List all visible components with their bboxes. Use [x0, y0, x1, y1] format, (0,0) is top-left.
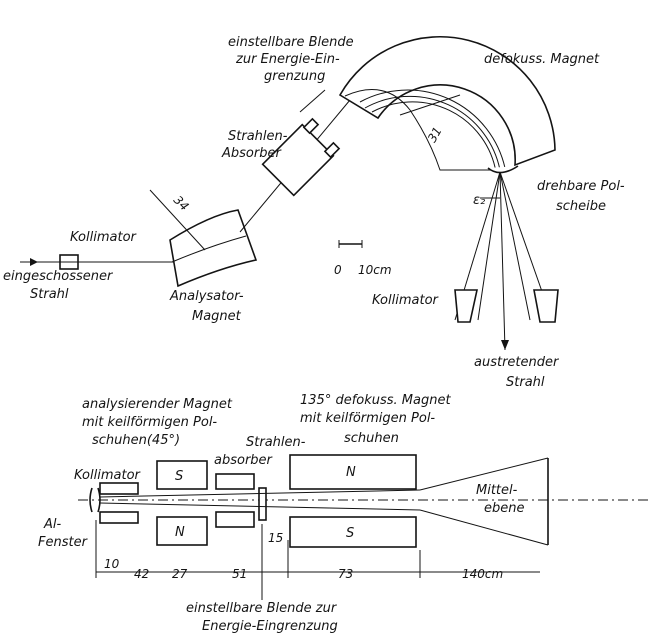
label-dim-15: 15 [268, 531, 283, 545]
exit-ray-2 [477, 171, 501, 321]
label-135-magnet-2: mit keilförmigen Pol- [300, 411, 435, 426]
label-drehbare-2: scheibe [556, 199, 606, 214]
blende-bottom [258, 487, 267, 521]
label-mittelebene-2: ebene [484, 501, 525, 516]
label-dim-42: 42 [134, 567, 149, 581]
label-kollimator-left: Kollimator [70, 230, 138, 245]
beam-envelope-lower-2 [419, 509, 549, 546]
label-pole-s-analysing: S [175, 469, 183, 484]
label-pole-n-defocus: N [346, 465, 356, 480]
label-strahlen-bottom-1: Strahlen- [246, 435, 306, 450]
blende-top-piece-a [302, 117, 320, 135]
beam-arc-3 [371, 101, 497, 173]
label-austretender-2: Strahl [506, 375, 545, 390]
label-analysator-1: Analysator- [169, 289, 244, 304]
exit-ray-4 [499, 171, 531, 321]
label-analysierender-1: analysierender Magnet [82, 397, 233, 412]
absorber-bottom-bottom [215, 511, 255, 528]
beam-envelope-lower-1 [99, 502, 421, 511]
drehbare-polscheibe [487, 165, 519, 174]
al-window-right [97, 487, 101, 513]
collimator-bottom-top [99, 482, 139, 495]
label-pole-s-defocus: S [346, 526, 354, 541]
label-strahlen-bottom-2: absorber [214, 453, 274, 468]
label-epsilon: ε₂ [473, 193, 485, 208]
label-blende-bottom-2: Energie-Eingrenzung [202, 619, 338, 634]
label-scale-10: 10cm [358, 263, 392, 277]
label-dim-27: 27 [172, 567, 188, 581]
label-scale-0: 0 [334, 263, 342, 277]
analysing-magnet-s-pole [156, 460, 208, 490]
blende-top-piece-b [323, 141, 341, 159]
defocus-pole-edge [344, 89, 500, 171]
analysator-magnet [169, 209, 258, 288]
strahlen-absorber-top [261, 123, 335, 197]
label-dim-73: 73 [338, 567, 353, 581]
analysator-beam-path [171, 235, 247, 263]
label-defokuss-magnet: defokuss. Magnet [484, 52, 600, 67]
beam-envelope-upper-2 [419, 457, 549, 491]
label-135-magnet-3: schuhen [344, 431, 399, 446]
radius-31-line [399, 94, 461, 116]
collimator-bottom-bottom [99, 511, 139, 524]
label-analysierender-3: schuhen(45°) [92, 433, 180, 448]
collimator-right-b [533, 289, 559, 323]
analysing-magnet-n-pole [156, 516, 208, 546]
defocus-magnet [338, 35, 556, 167]
label-blende-top-1: einstellbare Blende [228, 35, 354, 50]
radius-34-line [149, 189, 206, 251]
blende-top-leader [299, 89, 326, 113]
defocus-magnet-n-pole [289, 454, 417, 490]
label-dim-140cm: 140cm [462, 567, 503, 581]
label-blende-top-2: zur Energie-Ein- [235, 52, 340, 67]
label-dim-10: 10 [104, 557, 120, 571]
label-blende-top-3: grenzung [264, 69, 325, 84]
collimator-right-a [454, 289, 478, 323]
label-135-magnet-1: 135° defokuss. Magnet [300, 393, 451, 408]
beam-envelope-upper-1 [99, 489, 421, 498]
label-dim-31: 31 [425, 124, 445, 144]
beam-arc-2 [364, 95, 501, 171]
defocus-magnet-s-pole [289, 516, 417, 548]
label-drehbare-1: drehbare Pol- [537, 179, 625, 194]
label-blende-bottom-1: einstellbare Blende zur [186, 601, 338, 616]
label-kollimator-right: Kollimator [372, 293, 440, 308]
label-austretender-1: austretender [474, 355, 560, 370]
label-pole-n-analysing: N [175, 525, 185, 540]
label-strahlen-top-1: Strahlen- [228, 129, 288, 144]
label-kollimator-bottom: Kollimator [74, 468, 142, 483]
label-al-fenster-2: Fenster [38, 535, 89, 550]
label-eingeschossener-2: Strahl [30, 287, 69, 302]
label-dim-51: 51 [232, 567, 247, 581]
label-analysierender-2: mit keilförmigen Pol- [82, 415, 217, 430]
label-strahlen-top-2: Absorber [221, 146, 282, 161]
absorber-bottom-top [215, 473, 255, 490]
label-eingeschossener-1: eingeschossener [3, 269, 114, 284]
al-window-left [89, 487, 93, 513]
exit-beam-arrow [501, 340, 509, 350]
label-mittelebene-1: Mittel- [476, 483, 518, 498]
exit-ray-3 [499, 171, 506, 351]
label-al-fenster-1: Al- [43, 517, 62, 532]
label-dim-34: 34 [171, 193, 192, 214]
incoming-beam-arrow [30, 258, 38, 266]
label-analysator-2: Magnet [192, 309, 242, 324]
